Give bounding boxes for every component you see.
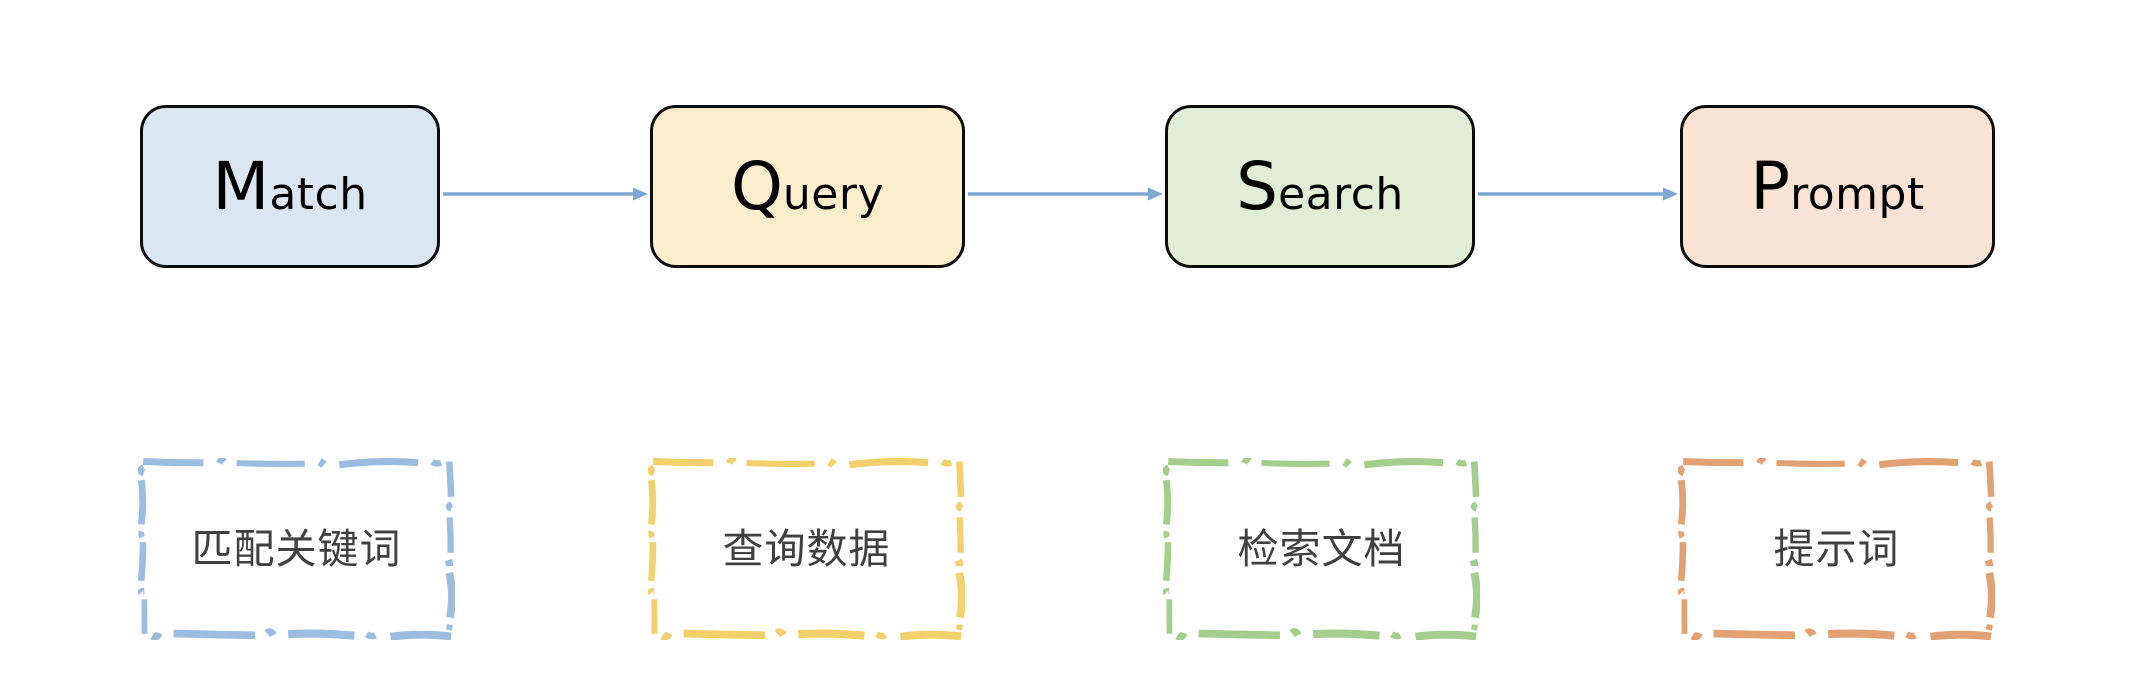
- stage-label-initial: M: [212, 147, 270, 225]
- note-label-query: 查询数据: [722, 524, 891, 573]
- arrow-query-to-search: [968, 186, 1163, 202]
- note-box-prompt: 提示词: [1678, 458, 1995, 640]
- stage-label-remainder: rompt: [1790, 168, 1925, 220]
- arrow-match-to-query: [443, 186, 648, 202]
- arrow-search-to-prompt: [1478, 186, 1678, 202]
- stage-label-remainder: atch: [269, 168, 368, 220]
- stage-label-remainder: uery: [782, 168, 885, 220]
- note-box-search: 检索文档: [1163, 458, 1480, 640]
- note-label-search: 检索文档: [1237, 524, 1406, 573]
- stage-label-initial: Q: [730, 147, 783, 225]
- stage-label-remainder: earch: [1278, 168, 1404, 220]
- stage-label-initial: P: [1750, 147, 1791, 225]
- note-box-match: 匹配关键词: [138, 458, 455, 640]
- note-label-match: 匹配关键词: [191, 524, 402, 573]
- note-box-query: 查询数据: [648, 458, 965, 640]
- stage-label-initial: S: [1236, 147, 1279, 225]
- note-label-prompt: 提示词: [1773, 524, 1900, 573]
